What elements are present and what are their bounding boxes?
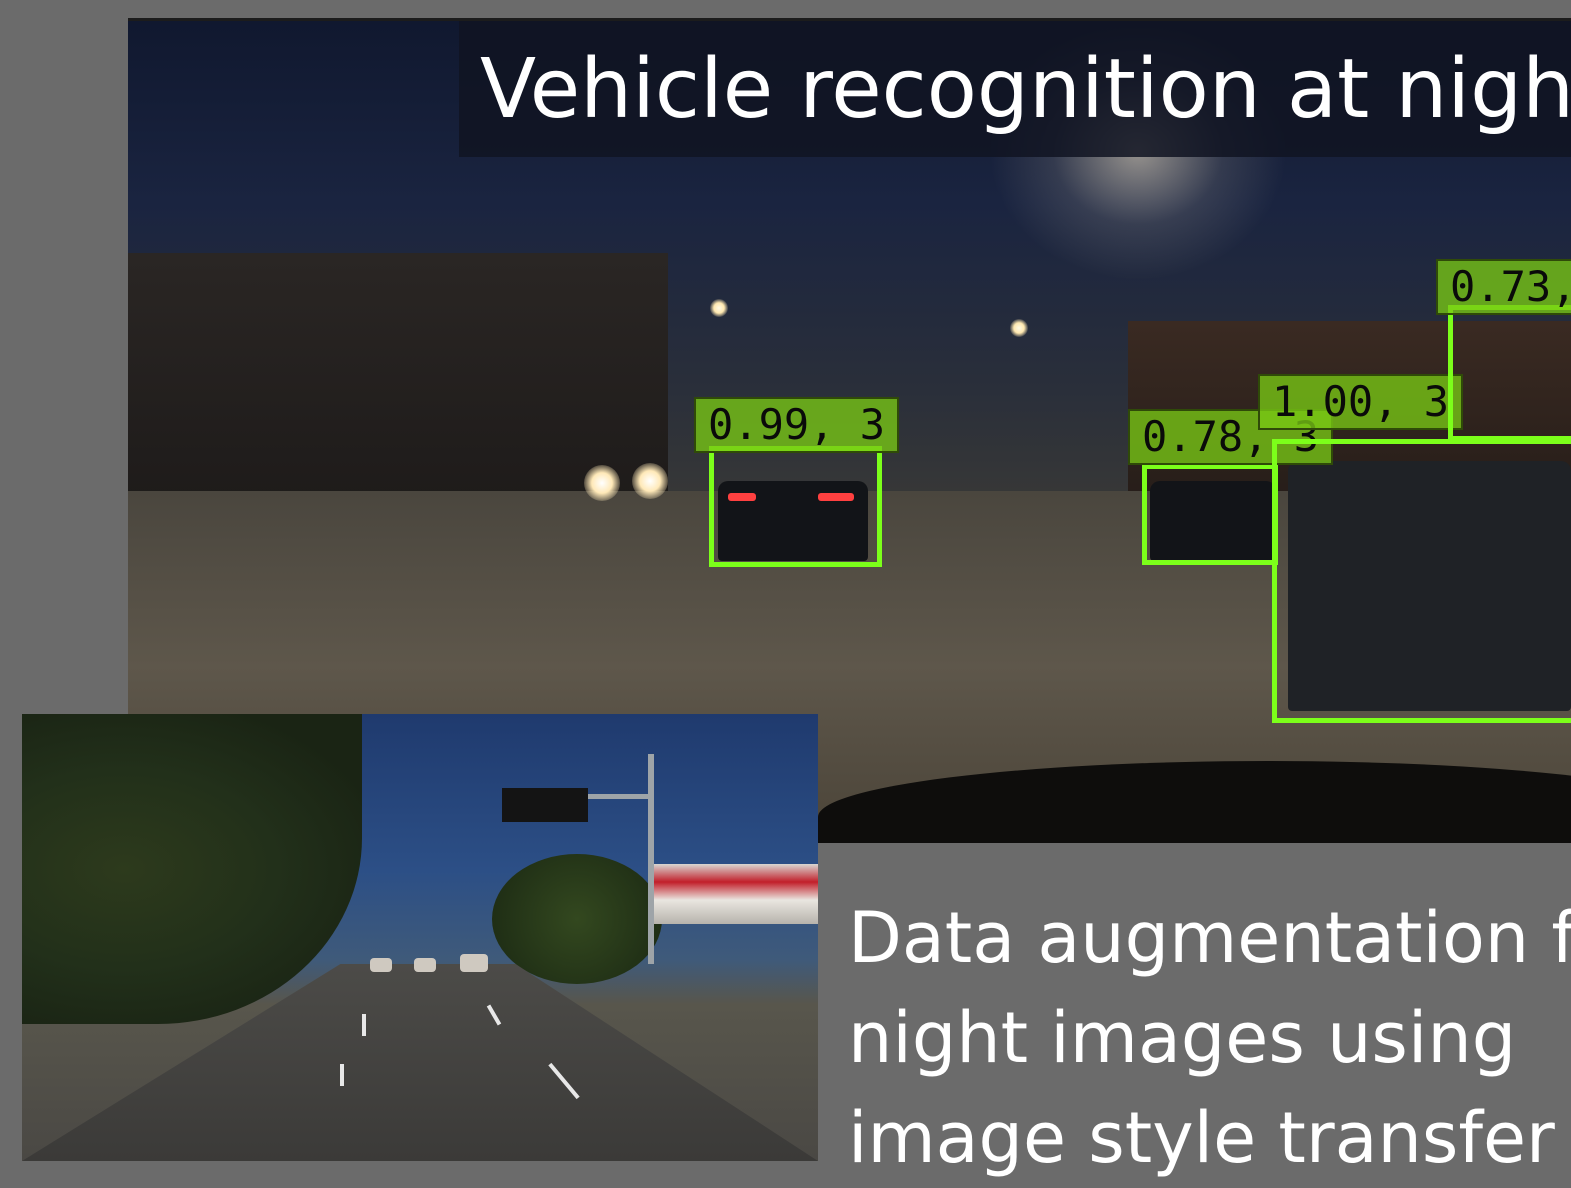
taillight: [728, 493, 756, 501]
detection-label: 0.99, 3: [694, 397, 900, 453]
detection-label: 0.73,: [1436, 259, 1571, 315]
building-left: [128, 253, 668, 523]
caption: Data augmentation fo night images using …: [848, 888, 1571, 1188]
car: [370, 958, 392, 972]
car: [1150, 481, 1276, 561]
trees: [22, 714, 362, 1024]
gas-station: [652, 864, 818, 924]
detection-box: [1448, 305, 1571, 441]
caption-line: Data augmentation fo: [848, 897, 1571, 979]
detection-box: [1272, 439, 1571, 723]
oncoming-headlight: [632, 463, 668, 499]
lane-marking: [362, 1014, 366, 1036]
slide-title: Vehicle recognition at night: [480, 42, 1571, 137]
trees: [492, 854, 662, 984]
detection-box: [709, 446, 882, 567]
sign-pole: [648, 754, 654, 964]
daytime-driving-image: [22, 714, 818, 1161]
sign-arm: [582, 794, 652, 799]
detection-label: 1.00, 3: [1258, 374, 1464, 430]
car: [1288, 461, 1571, 711]
caption-line: image style transfer: [848, 1097, 1555, 1179]
lane-marking: [340, 1064, 344, 1086]
oncoming-headlight: [584, 465, 620, 501]
caption-line: night images using: [848, 997, 1517, 1079]
title-band: [459, 21, 1571, 157]
streetlight: [710, 299, 728, 317]
car: [460, 954, 488, 972]
detection-box: [1142, 464, 1278, 565]
overhead-sign: [502, 788, 588, 822]
streetlight: [1010, 319, 1028, 337]
car: [414, 958, 436, 972]
taillight: [818, 493, 854, 501]
